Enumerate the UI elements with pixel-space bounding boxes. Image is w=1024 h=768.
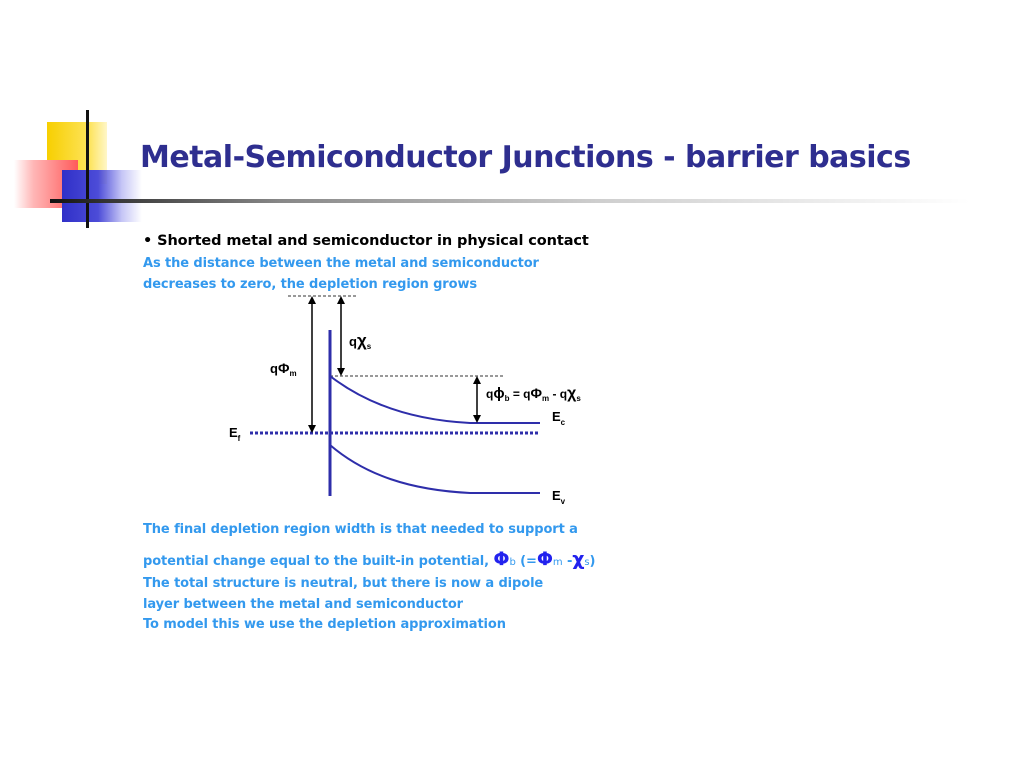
- minus-sign: -: [566, 554, 573, 569]
- body-line-1: As the distance between the metal and se…: [143, 256, 539, 271]
- phi-b-subscript: b: [509, 557, 516, 568]
- body-line-3: The final depletion region width is that…: [143, 522, 578, 537]
- phi-b-symbol: Φ: [493, 548, 510, 570]
- ec-label: Ec: [552, 409, 566, 427]
- valence-band-curve: [329, 444, 540, 494]
- q-phi-m-label: qΦm: [270, 360, 297, 378]
- phi-m-symbol: Φ: [536, 548, 553, 570]
- body-line-2: decreases to zero, the depletion region …: [143, 277, 478, 292]
- chi-s-subscript: s: [584, 557, 590, 568]
- body-line-potential: potential change equal to the built-in p…: [143, 548, 595, 570]
- body-line-6: To model this we use the depletion appro…: [143, 617, 506, 632]
- body-line-4: The total structure is neutral, but ther…: [143, 576, 544, 591]
- barrier-height-label: qϕb = qΦm - qχs: [486, 385, 581, 403]
- open-paren: (=: [520, 554, 537, 569]
- phi-m-subscript: m: [552, 557, 563, 568]
- title-underline: [50, 199, 970, 203]
- chi-s-symbol: χ: [572, 548, 585, 570]
- slide-title: Metal-Semiconductor Junctions - barrier …: [140, 140, 911, 175]
- decor-blue-square: [62, 170, 142, 222]
- q-chi-s-label: qχs: [349, 331, 372, 351]
- ef-label: Ef: [229, 425, 241, 443]
- conduction-band-curve: [329, 375, 540, 424]
- body-line-5: layer between the metal and semiconducto…: [143, 597, 463, 612]
- potential-prefix: potential change equal to the built-in p…: [143, 554, 489, 569]
- decor-vertical-line: [86, 110, 89, 228]
- bullet-point: • Shorted metal and semiconductor in phy…: [143, 233, 589, 249]
- close-paren: ): [589, 554, 596, 569]
- ev-label: Ev: [552, 488, 566, 506]
